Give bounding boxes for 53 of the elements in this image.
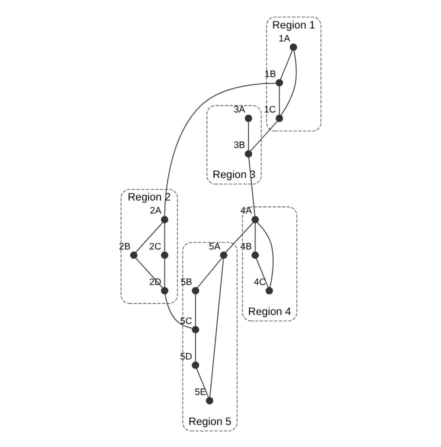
node-circle [160, 215, 168, 223]
connector [196, 257, 222, 288]
connector [224, 222, 254, 252]
connector [208, 258, 224, 398]
node-circle [205, 396, 213, 404]
connector [250, 120, 278, 151]
node-label: 5A [208, 240, 220, 251]
connector [279, 50, 292, 80]
node-label: 4A [240, 204, 252, 216]
connector [164, 293, 192, 328]
node-circle [244, 150, 252, 158]
node-circle [265, 286, 272, 294]
node-circle [160, 251, 168, 258]
node-circle [289, 43, 297, 50]
node-circle [244, 114, 252, 122]
connector [248, 156, 255, 216]
node-label: 1C [263, 102, 276, 114]
node-label: 4C [253, 275, 266, 286]
connector [134, 257, 163, 288]
connector [164, 82, 276, 216]
node-circle [160, 286, 168, 294]
node-label: 5C [180, 314, 192, 326]
node-circle [275, 78, 283, 86]
node-circle [191, 361, 199, 368]
connector [164, 222, 165, 252]
node-circle [130, 251, 137, 258]
node-label: 1B [264, 67, 276, 78]
node-label: 5E [194, 385, 206, 396]
node-label: 2C [148, 240, 161, 251]
connector [194, 293, 196, 326]
node-circle [275, 114, 283, 122]
connector [254, 222, 256, 252]
node-circle [191, 325, 199, 333]
node-circle [251, 251, 258, 258]
node-label: 5D [180, 350, 192, 361]
node-label: 3B [233, 138, 245, 150]
connector [194, 332, 196, 362]
connector [196, 368, 208, 398]
node-label: 1A [278, 32, 290, 43]
connector [255, 258, 268, 288]
node-circle [191, 286, 199, 294]
connector [280, 50, 296, 116]
node-label: 5B [180, 275, 192, 286]
connector [256, 221, 274, 288]
node-circle [251, 215, 258, 223]
node-label: 2A [149, 204, 161, 216]
connector [134, 222, 163, 252]
node-label: 2B [118, 240, 130, 251]
connector [278, 85, 280, 115]
connector [164, 258, 165, 288]
node-label: 4B [240, 240, 252, 251]
node-circle [220, 251, 227, 258]
node-label: 3A [233, 102, 245, 114]
